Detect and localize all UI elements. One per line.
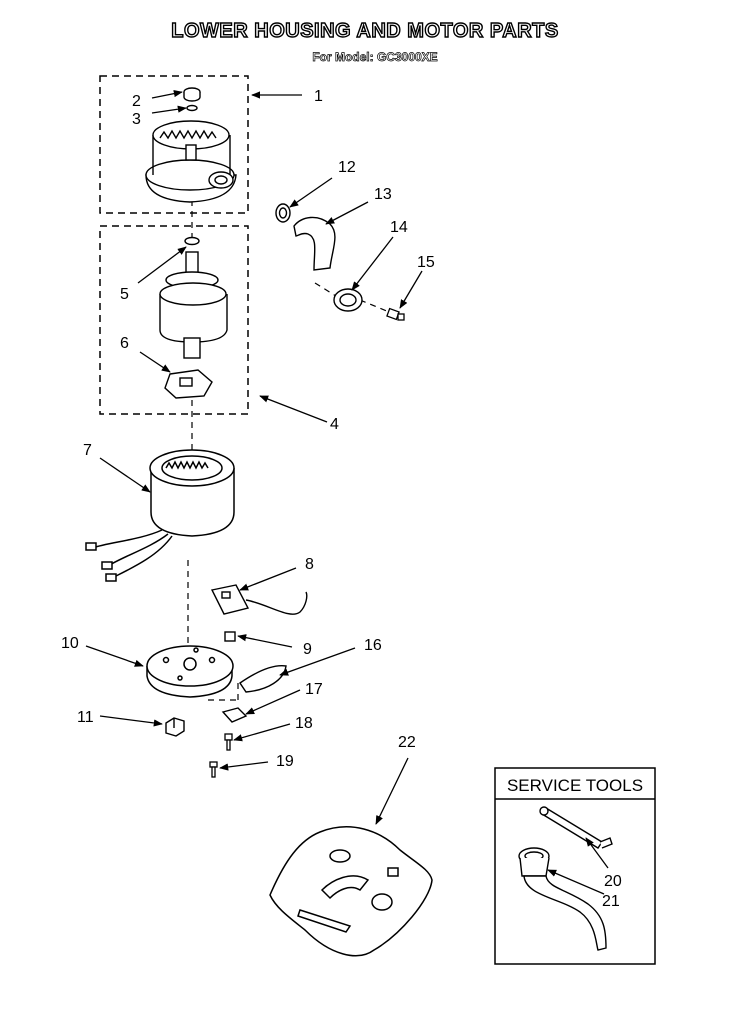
stator-part [85,449,235,582]
callout-11: 11 [77,709,94,726]
plug-part [224,631,236,642]
clamp-screw-part [386,307,405,321]
rotor-part [159,236,228,359]
callout-15: 15 [417,254,435,271]
tool-wrench-part [518,847,607,951]
callout-21: 21 [602,893,620,910]
end-shield-part [146,645,234,698]
callout-18: 18 [295,715,313,732]
assembly-axis [187,200,395,701]
callout-22: 22 [398,734,416,751]
callout-2: 2 [132,93,141,110]
page-title: LOWER HOUSING AND MOTOR PARTS [171,19,559,42]
callout-1: 1 [314,88,323,105]
callout-10: 10 [61,635,79,652]
callout-8: 8 [305,556,314,573]
service-tools-box [494,767,656,965]
callout-3: 3 [132,111,141,128]
service-tools-title: SERVICE TOOLS [507,776,643,795]
clip-part [164,369,213,399]
callout-5: 5 [120,286,129,303]
assembly-box-rotor [99,225,249,415]
assembly-box-housing [99,75,249,214]
model-subtitle: For Model: GC3000XE [312,50,438,65]
callout-17: 17 [305,681,323,698]
shield-plate-part [239,665,287,693]
callout-13: 13 [374,186,392,203]
clamp-part [333,288,363,312]
callout-14: 14 [390,219,408,236]
callout-12: 12 [338,159,356,176]
screw-part-19 [209,761,218,778]
switch-part [210,584,308,615]
nut-part [165,717,185,737]
pad-part [221,707,248,723]
callout-19: 19 [276,753,294,770]
o-ring-part [275,203,291,223]
callout-7: 7 [83,442,92,459]
lower-housing-part [145,120,237,203]
cap-washer-part [183,87,201,112]
screw-part-18 [224,733,233,751]
callout-20: 20 [604,873,622,890]
callout-9: 9 [303,641,312,658]
hose-elbow-part [293,216,336,271]
callout-16: 16 [364,637,382,654]
callout-leaders [85,90,609,895]
callout-4: 4 [330,416,339,433]
callout-6: 6 [120,335,129,352]
parts-bag-part [269,826,433,957]
